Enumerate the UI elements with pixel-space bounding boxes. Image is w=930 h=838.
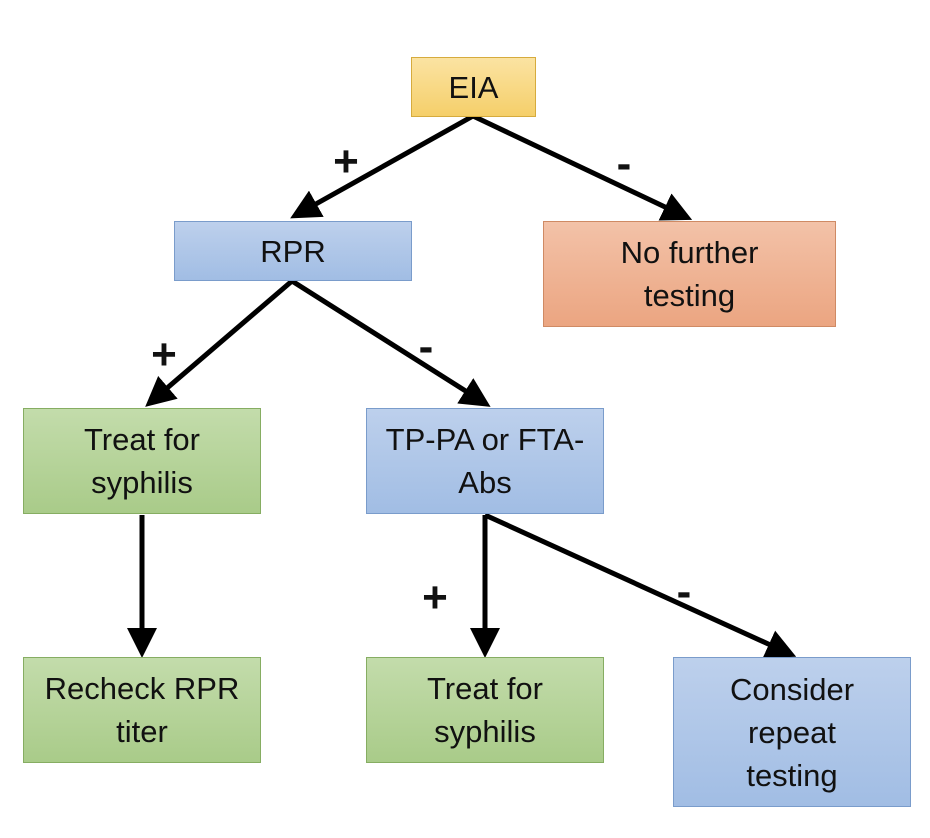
node-eia-label: EIA bbox=[448, 69, 499, 105]
node-recheck-rpr-titer-label: Recheck RPR titer bbox=[44, 671, 240, 749]
node-eia: EIA bbox=[411, 57, 536, 117]
edge-label-eia-no-further: - bbox=[616, 139, 632, 188]
edge-label-rpr-tppa: - bbox=[418, 322, 434, 371]
node-recheck-rpr-titer: Recheck RPR titer bbox=[23, 657, 261, 763]
edge-label-rpr-treat-1: + bbox=[151, 330, 177, 379]
edge-label-eia-rpr: + bbox=[333, 137, 359, 186]
node-rpr: RPR bbox=[174, 221, 412, 281]
node-tppa-fta-abs: TP-PA or FTA-Abs bbox=[366, 408, 604, 514]
node-treat-for-syphilis-2: Treat for syphilis bbox=[366, 657, 604, 763]
node-consider-repeat-testing-label: Consider repeat testing bbox=[729, 671, 855, 793]
node-treat-for-syphilis-2-label: Treat for syphilis bbox=[427, 671, 543, 749]
arrow-eia-to-no-further bbox=[471, 113, 693, 221]
edge-label-tppa-treat-2: + bbox=[422, 573, 448, 622]
node-consider-repeat-testing: Consider repeat testing bbox=[673, 657, 911, 807]
arrow-eia-to-rpr bbox=[290, 113, 475, 219]
node-no-further-testing-label: No further testing bbox=[620, 235, 759, 313]
arrow-rpr-to-treat-1 bbox=[145, 279, 294, 407]
node-rpr-label: RPR bbox=[260, 233, 326, 269]
node-tppa-fta-abs-label: TP-PA or FTA-Abs bbox=[385, 422, 585, 500]
arrow-rpr-to-tppa bbox=[290, 278, 491, 407]
edge-label-tppa-consider: - bbox=[676, 567, 692, 616]
node-treat-for-syphilis-1-label: Treat for syphilis bbox=[84, 422, 200, 500]
arrow-tppa-to-consider bbox=[483, 512, 797, 658]
node-treat-for-syphilis-1: Treat for syphilis bbox=[23, 408, 261, 514]
node-no-further-testing: No further testing bbox=[543, 221, 836, 327]
